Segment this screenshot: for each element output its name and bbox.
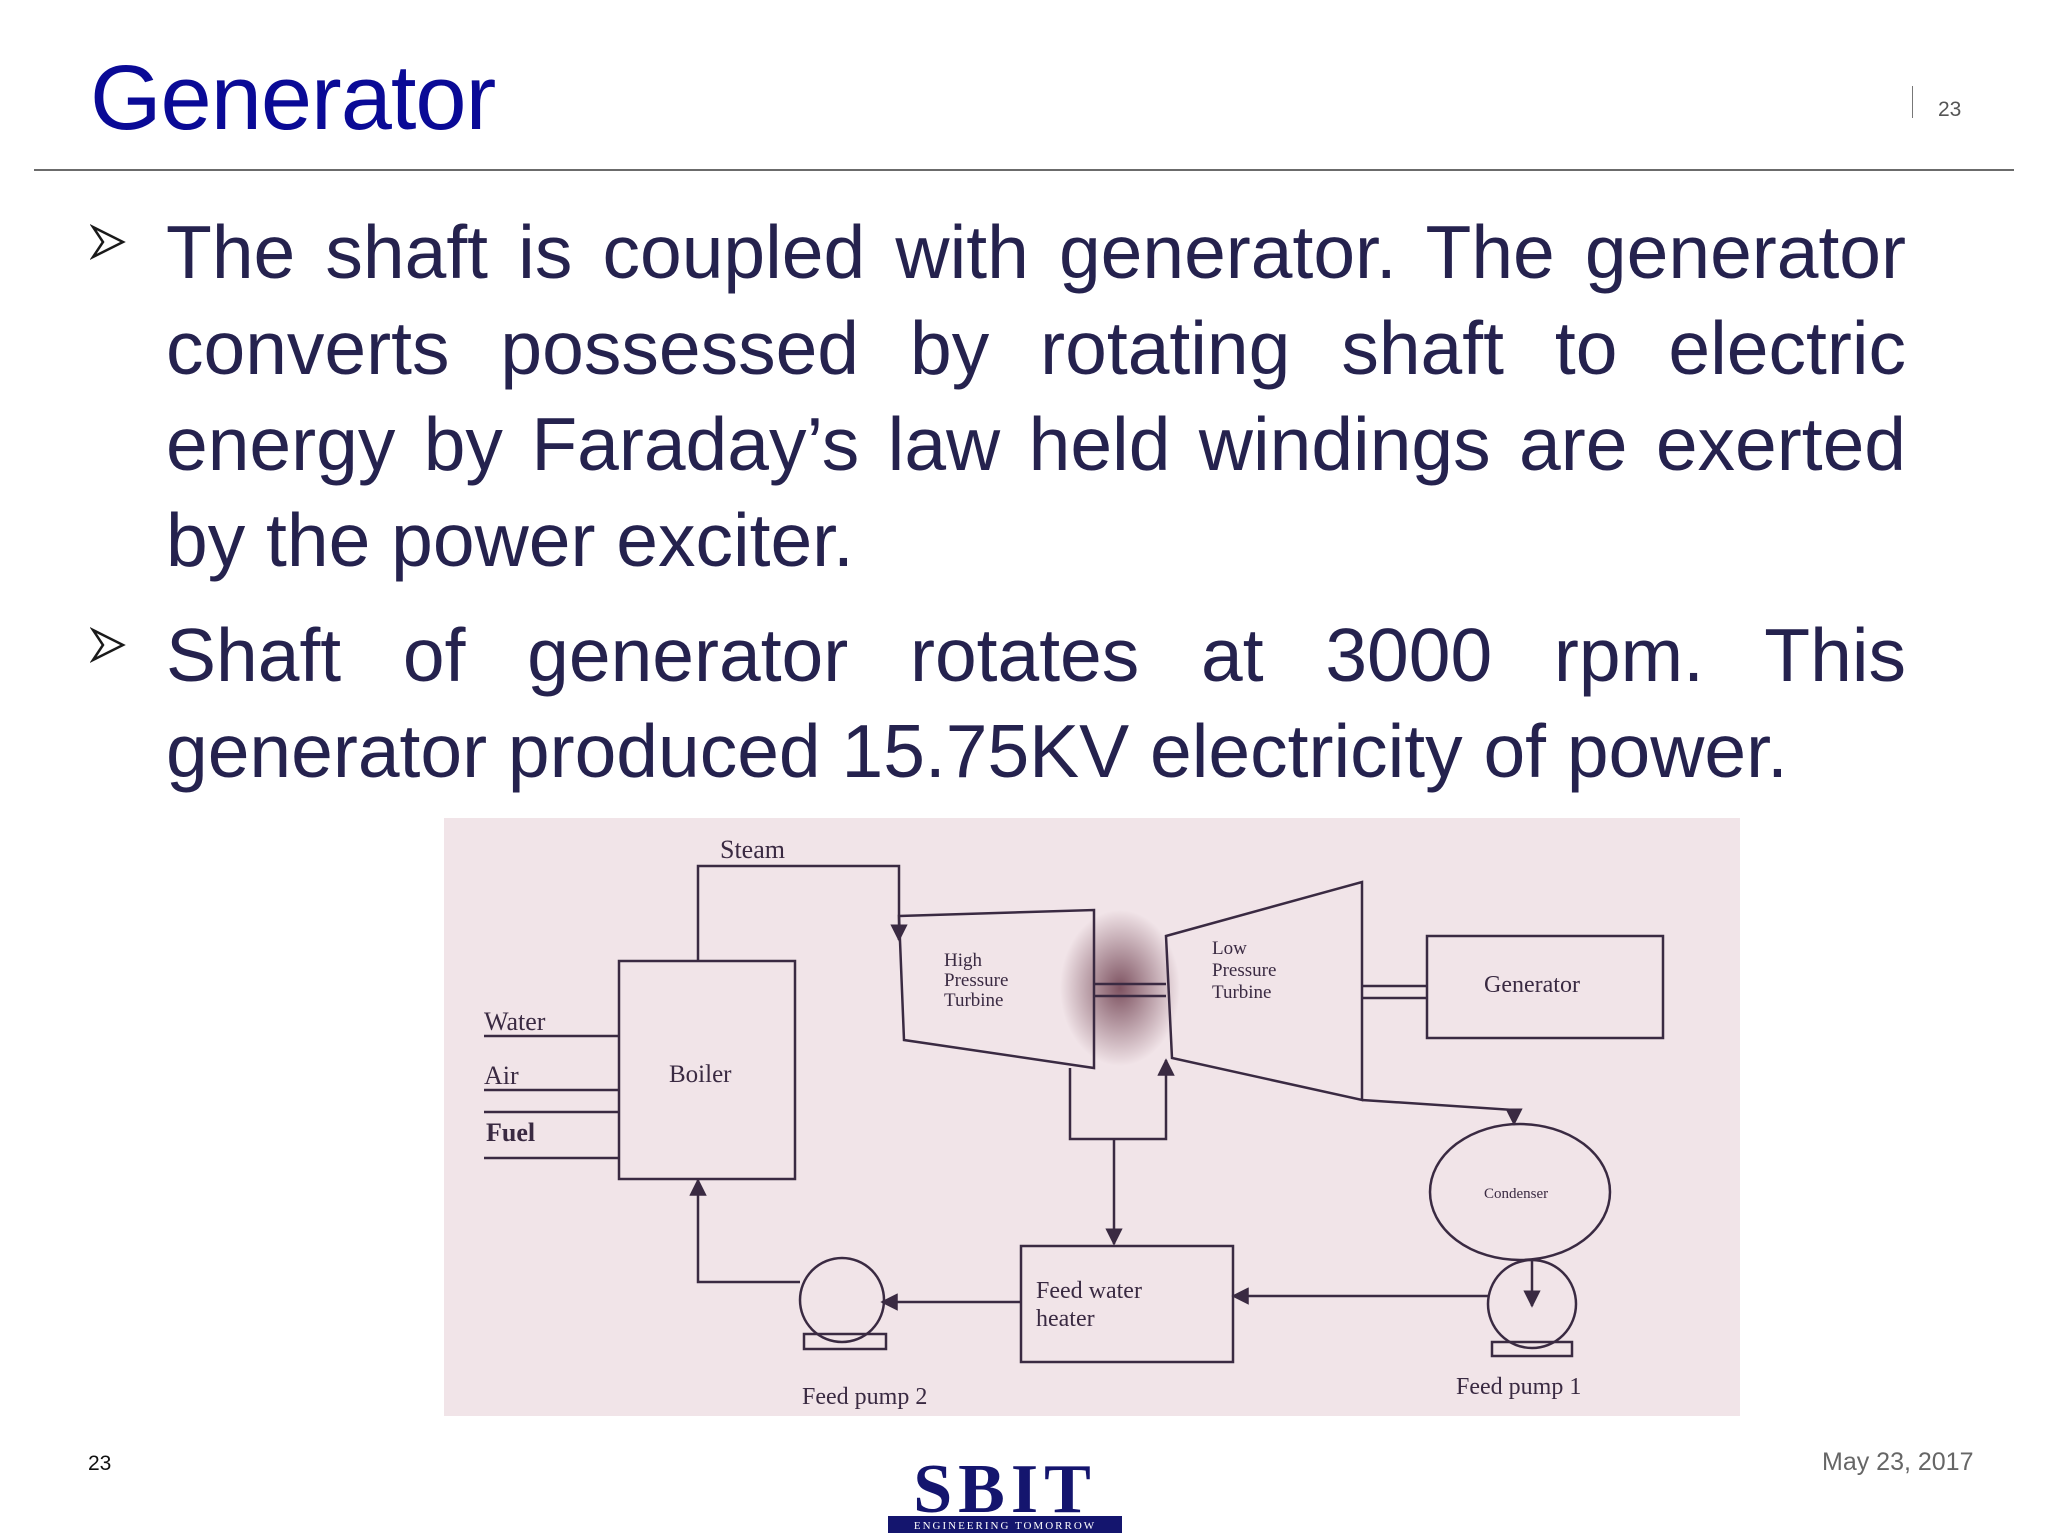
lp-turbine-label-3: Turbine	[1212, 982, 1271, 1003]
hp-turbine-label-1: High	[944, 950, 983, 971]
condenser-label: Condenser	[1484, 1186, 1548, 1202]
diagram-background	[444, 818, 1740, 1416]
bullet-item: The shaft is coupled with generator. The…	[90, 204, 1906, 588]
generator-label: Generator	[1484, 972, 1580, 998]
air-label: Air	[484, 1061, 519, 1090]
feed-pump-2-circle	[798, 1256, 886, 1344]
arrow-bullet-icon	[90, 627, 126, 663]
fwh-label-2: heater	[1036, 1306, 1095, 1332]
feed-pump-2-label: Feed pump 2	[802, 1384, 927, 1410]
sbit-logo: SBIT ENGINEERING TOMORROW	[888, 1452, 1122, 1533]
arrow-bullet-icon	[90, 224, 126, 260]
corner-slide-number: 23	[1938, 98, 1962, 121]
hp-turbine-shape	[897, 908, 1096, 1070]
feed-pump-1-label: Feed pump 1	[1456, 1374, 1581, 1400]
feed-pump-1-circle	[1486, 1258, 1578, 1350]
feed-water-heater-box	[1019, 1244, 1235, 1364]
logo-name: SBIT	[913, 1452, 1097, 1528]
logo-tagline: ENGINEERING TOMORROW	[914, 1520, 1096, 1532]
hp-turbine-label-3: Turbine	[944, 990, 1003, 1011]
boiler-box	[617, 959, 797, 1181]
generator-box	[1425, 934, 1665, 1040]
slide-date: May 23, 2017	[1822, 1448, 1974, 1476]
title-rule	[34, 169, 2014, 171]
slide-title: Generator	[90, 47, 496, 149]
bullet-text: The shaft is coupled with generator. The…	[166, 210, 1906, 582]
lp-turbine-label-1: Low	[1212, 938, 1247, 959]
lp-turbine-label-2: Pressure	[1212, 960, 1276, 981]
condenser-ellipse	[1428, 1122, 1612, 1262]
footer-slide-number: 23	[88, 1452, 112, 1475]
boiler-label: Boiler	[669, 1061, 732, 1088]
fwh-label-1: Feed water	[1036, 1278, 1142, 1304]
photo-smudge	[1060, 910, 1180, 1066]
fuel-label: Fuel	[486, 1118, 535, 1147]
corner-divider	[1912, 86, 1913, 118]
water-label: Water	[484, 1007, 546, 1036]
hp-turbine-label-2: Pressure	[944, 970, 1008, 991]
steam-label: Steam	[720, 835, 785, 864]
bullet-item: Shaft of generator rotates at 3000 rpm. …	[90, 607, 1906, 799]
bullet-text: Shaft of generator rotates at 3000 rpm. …	[166, 613, 1906, 793]
power-plant-diagram: Steam Water Air Fuel Boiler High Pressur…	[444, 818, 1740, 1416]
